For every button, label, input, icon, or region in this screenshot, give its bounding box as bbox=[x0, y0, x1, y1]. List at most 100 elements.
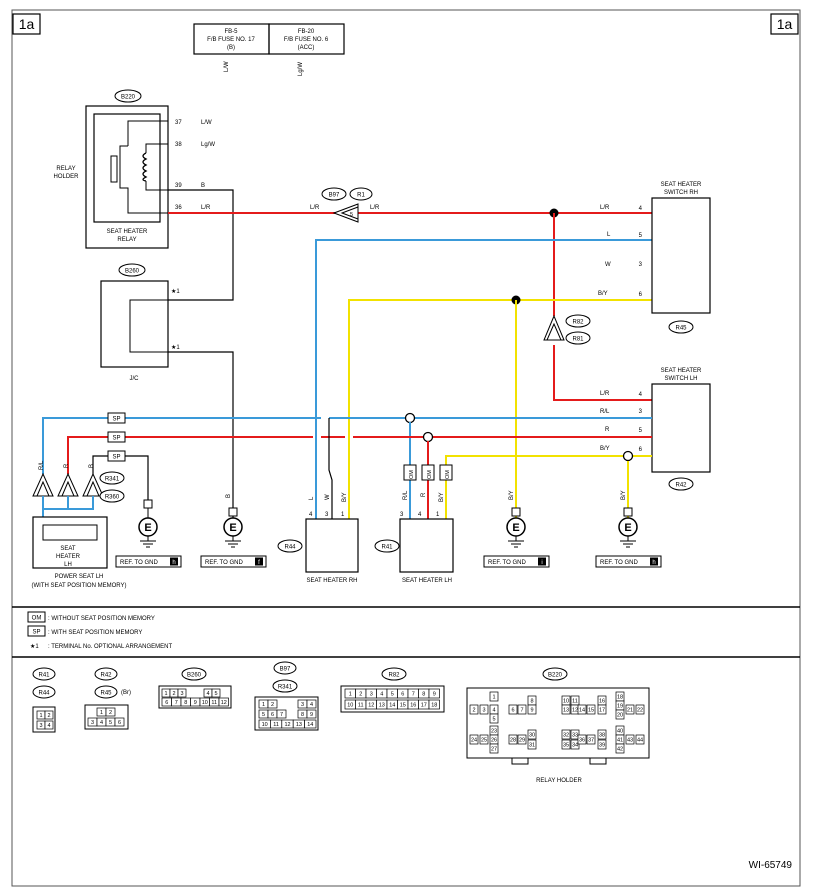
sp-tag-b-text: SP bbox=[112, 455, 120, 461]
c6-pin: 4 bbox=[492, 708, 495, 714]
page-tag-left-box bbox=[12, 13, 41, 35]
c6-pin: 38 bbox=[599, 733, 605, 739]
heater-rh-connector: R44 bbox=[284, 545, 296, 551]
c6-pin-cell bbox=[570, 739, 580, 750]
legend-sp-box bbox=[27, 625, 46, 637]
b97-id: B97 bbox=[329, 193, 340, 199]
jc-connector-id: B260 bbox=[125, 269, 140, 275]
c4-pin: 13 bbox=[296, 722, 302, 728]
c6-pin: 31 bbox=[529, 743, 535, 749]
relay-pin-37: 37 bbox=[175, 120, 182, 126]
c6-pin: 2 bbox=[472, 708, 475, 714]
c6-pin-cell bbox=[489, 743, 499, 754]
relay-wire-38: Lg/W bbox=[201, 142, 215, 148]
c1-id-a: R41 bbox=[38, 673, 50, 679]
c5-pin: 1 bbox=[349, 692, 352, 698]
r82-connector-icon bbox=[543, 314, 565, 341]
c6-pin-cell bbox=[586, 704, 596, 715]
ground-2-code-box bbox=[255, 557, 263, 566]
c5-pin: 15 bbox=[400, 703, 406, 709]
c5-pin: 16 bbox=[410, 703, 416, 709]
heater-lh-pin-1: 1 bbox=[436, 512, 440, 518]
c6-pin: 7 bbox=[520, 708, 523, 714]
r81-oval bbox=[565, 331, 591, 345]
om-tag-by-text: OM bbox=[445, 470, 451, 479]
legend-om-box bbox=[27, 611, 46, 623]
jc-label: J/C bbox=[130, 376, 140, 382]
relay-wire-36: L/R bbox=[201, 205, 211, 211]
heater-element bbox=[42, 524, 98, 541]
c3-pin: 6 bbox=[165, 700, 168, 706]
fuse-6-wire: Lg/W bbox=[298, 62, 304, 76]
c6-pin: 10 bbox=[563, 699, 569, 705]
c2-id-a: R42 bbox=[100, 673, 112, 679]
switch-rh-box bbox=[651, 197, 711, 314]
switch-rh-wire-5: L bbox=[607, 232, 611, 238]
c2-id-b: R45 bbox=[100, 691, 112, 697]
c2-note: (Br) bbox=[121, 690, 131, 696]
c5-pin: 12 bbox=[368, 703, 374, 709]
c4-id-a: B97 bbox=[280, 667, 291, 673]
c3-pin: 10 bbox=[202, 700, 208, 706]
c5-pin: 13 bbox=[379, 703, 385, 709]
sp-tags: SP SP SP bbox=[107, 412, 126, 462]
c1-pin: 4 bbox=[47, 723, 50, 729]
c1-pin-cell bbox=[44, 710, 54, 720]
ground-4: B/Y E REF. TO GND h bbox=[595, 490, 662, 568]
c6-pin: 40 bbox=[617, 729, 623, 735]
switch-rh-pin-3: 3 bbox=[639, 262, 643, 268]
c6-pin: 36 bbox=[579, 738, 585, 744]
b97-wire-left: L/R bbox=[310, 205, 320, 211]
c6-pin-cell bbox=[489, 713, 499, 724]
fuse-17-line2: F/B FUSE NO. 17 bbox=[207, 37, 255, 43]
ground-4-terminal bbox=[623, 507, 633, 517]
switch-rh-connector: R45 bbox=[675, 326, 687, 332]
c4-pin: 3 bbox=[301, 702, 304, 708]
switch-rh-pin-6: 6 bbox=[639, 292, 643, 298]
c4-pin: 9 bbox=[310, 712, 313, 718]
fuse-6-box bbox=[268, 23, 345, 55]
r341-id: R341 bbox=[105, 477, 120, 483]
om-tag-rl bbox=[403, 464, 417, 481]
om-tags: OM OM OM bbox=[403, 464, 453, 481]
ground-3-terminal bbox=[511, 507, 521, 517]
c4-pin-cell bbox=[306, 709, 317, 719]
c3-pin: 2 bbox=[172, 691, 175, 697]
c2-oval-a bbox=[94, 667, 118, 681]
c4-oval-a bbox=[273, 661, 297, 675]
relay-connector-id: B220 bbox=[121, 95, 136, 101]
power-seat-box-2: HEATER bbox=[56, 554, 81, 560]
c6-pin-cell bbox=[597, 739, 607, 750]
c6-pin-cell bbox=[586, 734, 596, 745]
c6-pin-cell bbox=[508, 704, 518, 715]
c5-pin: 2 bbox=[359, 692, 362, 698]
c3-pin: 4 bbox=[206, 691, 209, 697]
ground-1-code-box bbox=[170, 557, 178, 566]
ground-3-bars bbox=[508, 536, 524, 548]
c4-pin-cell bbox=[306, 699, 317, 709]
relay-name-2: RELAY bbox=[117, 237, 136, 243]
legend-om-text: : WITHOUT SEAT POSITION MEMORY bbox=[48, 616, 155, 622]
c6-pin-cell bbox=[577, 704, 587, 715]
heater-lh-connector-oval bbox=[374, 539, 400, 553]
c6-pin: 29 bbox=[519, 738, 525, 744]
wire-by-yellow-rh bbox=[348, 299, 652, 519]
legend-star-text: : TERMINAL No. OPTIONAL ARRANGEMENT bbox=[48, 644, 172, 650]
c6-pin: 35 bbox=[563, 743, 569, 749]
c4-pin: 8 bbox=[301, 712, 304, 718]
c6-pin-cell bbox=[625, 704, 635, 715]
relay-coil-path bbox=[145, 143, 168, 191]
b97-oval bbox=[321, 187, 347, 201]
c6-pin: 22 bbox=[637, 708, 643, 714]
om-tag-r-text: OM bbox=[427, 470, 433, 479]
relay-pin-39: 39 bbox=[175, 183, 182, 189]
c6-oval bbox=[542, 667, 568, 681]
jc-pin-b: ★1 bbox=[171, 344, 180, 351]
om-tag-r bbox=[421, 464, 435, 481]
